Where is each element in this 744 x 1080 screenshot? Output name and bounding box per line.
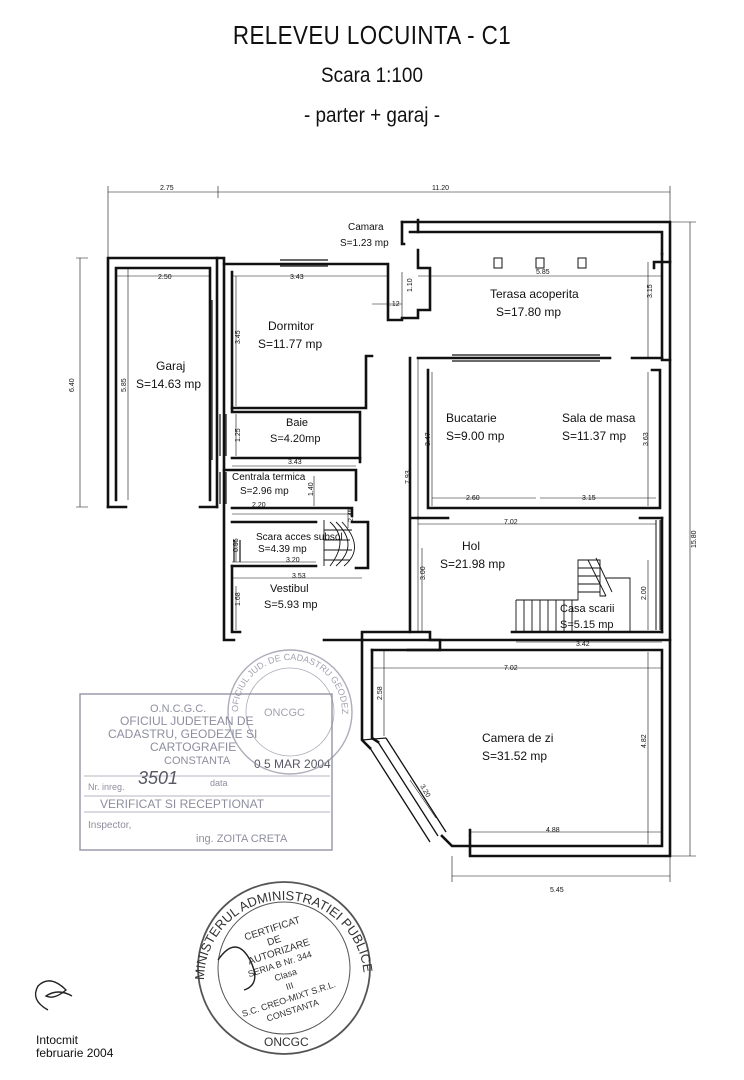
room-area-vestibul: S=5.93 mp	[264, 599, 318, 611]
dim-bottom-w: 5.45	[550, 887, 564, 894]
dim-zi-right-h: 4.82	[641, 734, 648, 748]
footer-line1: Intocmit	[36, 1033, 79, 1047]
dim-dormitor-w: 3.43	[290, 274, 304, 281]
dim-vestibul-w: 3.53	[292, 573, 306, 580]
drawing-scale: Scara 1:100	[321, 64, 423, 87]
dim-scara-h: 0.95	[233, 538, 240, 552]
dim-bucatarie-h: 3.47	[425, 432, 432, 446]
room-area-hol: S=21.98 mp	[440, 557, 505, 571]
room-name-terasa: Terasa acoperita	[490, 287, 579, 301]
room-area-camera-zi: S=31.52 mp	[482, 749, 547, 763]
room-area-camara: S=1.23 mp	[340, 238, 389, 249]
dim-bucatarie-w: 2.60	[466, 495, 480, 502]
round-small-center: ONCGC	[264, 707, 305, 719]
room-name-casa-scarii: Casa scarii	[560, 603, 614, 615]
dim-garaj-w: 2.50	[158, 274, 172, 281]
dim-casa-w: 3.42	[576, 641, 590, 648]
room-area-bucatarie: S=9.00 mp	[446, 429, 505, 443]
room-area-sala: S=11.37 mp	[562, 429, 626, 443]
dim-left-total: 6.40	[69, 378, 76, 392]
dim-camara-h: 1.10	[407, 278, 414, 292]
room-area-dormitor: S=11.77 mp	[258, 337, 322, 351]
stairs-subsol	[323, 520, 355, 567]
signatures	[34, 946, 256, 1011]
room-name-vestibul: Vestibul	[270, 583, 309, 595]
room-area-terasa: S=17.80 mp	[496, 305, 561, 319]
oncgc-reg-value: 3501	[138, 768, 178, 788]
oncgc-line5: CONSTANTA	[164, 755, 231, 767]
dim-hol-h: 3.00	[420, 566, 427, 580]
dim-scara-w: 3.20	[286, 557, 300, 564]
stairs-casa	[515, 557, 631, 632]
auth-line2: DE	[266, 934, 283, 949]
oncgc-line2: OFICIUL JUDETEAN DE	[120, 714, 254, 728]
dim-sala-h: 3.63	[643, 432, 650, 446]
oncgc-date-value: 0 5 MAR 2004	[254, 757, 331, 771]
room-name-camara: Camara	[348, 222, 384, 233]
drawing-title: RELEVEU LOCUINTA - C1	[232, 20, 512, 50]
dim-sala-w: 3.15	[582, 495, 596, 502]
room-area-baie: S=4.20mp	[270, 433, 320, 445]
room-area-casa-scarii: S=5.15 mp	[560, 619, 614, 631]
drawing-subtitle: - parter + garaj -	[303, 104, 441, 127]
dim-casa-h: 2.00	[641, 586, 648, 600]
dim-garaj-h: 5.85	[121, 378, 128, 392]
room-name-hol: Hol	[462, 539, 480, 553]
footer-line2: februarie 2004	[36, 1046, 114, 1060]
oncgc-line1: O.N.C.G.C.	[150, 703, 206, 715]
dim-baie-w: 3.43	[288, 459, 302, 466]
room-name-camera-zi: Camera de zi	[482, 731, 553, 745]
dim-dormitor-h: 3.45	[235, 330, 242, 344]
dim-centrala-w: 2.20	[252, 502, 266, 509]
room-name-dormitor: Dormitor	[268, 319, 314, 333]
oncgc-reg-label: Nr. inreg.	[88, 782, 125, 792]
room-area-centrala: S=2.96 mp	[240, 486, 289, 497]
room-name-baie: Baie	[286, 417, 308, 429]
dim-hol-left-h: 7.93	[405, 470, 412, 484]
dimension-lines	[76, 186, 696, 882]
oncgc-stamp: O.N.C.G.C. OFICIUL JUDETEAN DE CADASTRU,…	[79, 693, 333, 851]
room-name-garaj: Garaj	[156, 359, 185, 373]
oncgc-date-label: data	[210, 778, 228, 788]
dim-terasa-w: 5.85	[536, 269, 550, 276]
room-name-scara-subsol: Scara acces subsol	[256, 532, 343, 543]
dim-zi-inner-w: 4.88	[546, 827, 560, 834]
room-area-garaj: S=14.63 mp	[136, 377, 201, 391]
dim-right-total: 15.80	[691, 530, 698, 548]
room-name-bucatarie: Bucatarie	[446, 411, 497, 425]
dim-zi-w: 7.02	[504, 665, 518, 672]
room-name-sala: Sala de masa	[562, 411, 636, 425]
dim-baie-h: 1.25	[235, 428, 242, 442]
room-name-centrala: Centrala termica	[232, 472, 306, 483]
dim-top-right: 11.20	[432, 185, 449, 192]
windows	[107, 259, 661, 843]
dim-terasa-h: 3.15	[647, 284, 654, 298]
auth-bottom: ONCGC	[264, 1035, 309, 1049]
oncgc-inspector-name: ing. ZOITA CRETA	[196, 833, 288, 845]
dim-top-left: 2.75	[160, 185, 174, 192]
oncgc-inspector-label: Inspector,	[88, 820, 131, 831]
oncgc-line3: CADASTRU, GEODEZIE SI	[108, 727, 257, 741]
dim-camara-w: 1.12	[386, 301, 400, 308]
authorization-stamp: MINISTERUL ADMINISTRATIEI PUBLICE CERTIF…	[192, 881, 376, 1055]
room-area-scara-subsol: S=4.39 mp	[258, 544, 307, 555]
dim-vestibul-h: 1.68	[235, 592, 242, 606]
dim-centrala-h: 1.40	[308, 482, 315, 496]
dim-hol-w: 7.02	[504, 519, 518, 526]
oncgc-verified: VERIFICAT SI RECEPTIONAT	[100, 797, 265, 811]
terasa-columns	[493, 257, 587, 269]
auth-line6: III	[285, 980, 295, 992]
room-labels: Camara S=1.23 mp Terasa acoperita S=17.8…	[136, 222, 636, 763]
oncgc-line4: CARTOGRAFIE	[150, 740, 236, 754]
dim-zi-left-h: 2.58	[377, 686, 384, 700]
dim-stair-h: 2.45	[348, 508, 355, 522]
